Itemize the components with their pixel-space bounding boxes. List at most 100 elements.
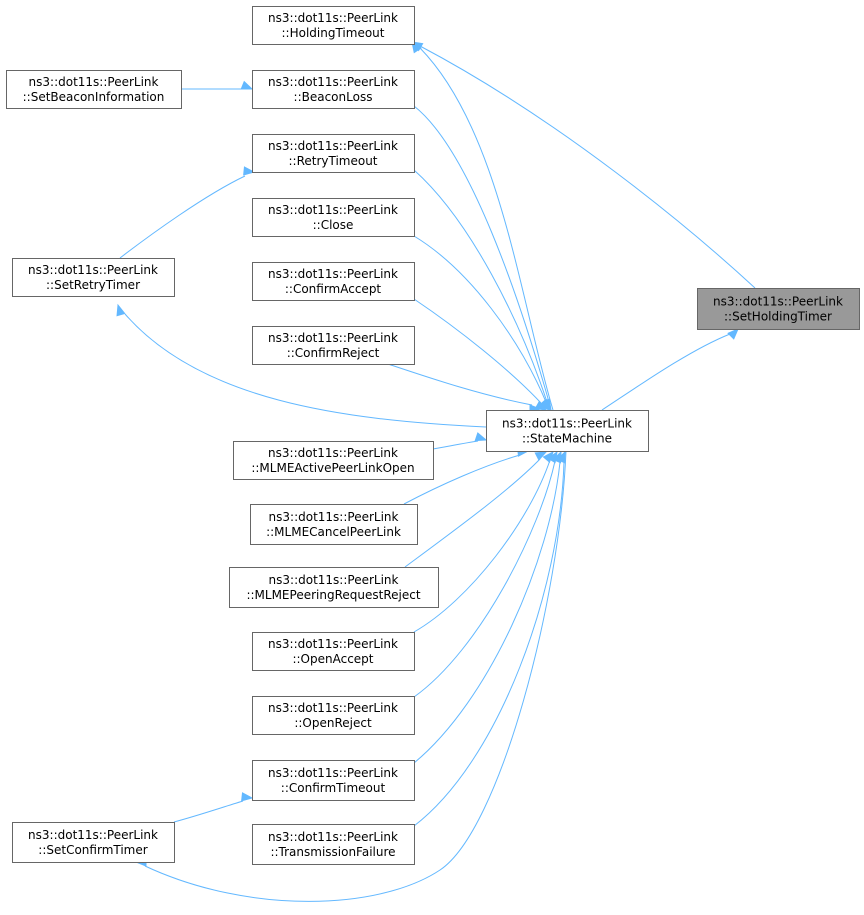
edge-setbeaconinformation-to-beaconloss	[181, 80, 254, 90]
node-openreject[interactable]: ns3::dot11s::PeerLink::OpenReject	[252, 696, 415, 735]
edge-line	[413, 298, 542, 404]
edge-line	[413, 461, 565, 827]
edge-confirmreject-to-statemachine	[387, 363, 542, 414]
edge-mlmeactivepeerlinkopen-to-statemachine	[432, 432, 488, 450]
node-box	[252, 198, 415, 237]
node-box	[252, 6, 415, 45]
node-label-line1: ns3::dot11s::PeerLink	[268, 830, 398, 844]
edge-line	[403, 454, 521, 505]
edge-line	[404, 458, 541, 568]
edge-arrowhead	[240, 80, 254, 90]
edge-line	[387, 363, 533, 406]
node-label-line2: ::SetRetryTimer	[46, 278, 140, 292]
node-label-line1: ns3::dot11s::PeerLink	[268, 446, 398, 460]
edge-line	[144, 450, 567, 902]
edge-holdingtimeout-to-setholdingtimer	[410, 41, 756, 289]
node-label-line1: ns3::dot11s::PeerLink	[268, 139, 398, 153]
node-label-line1: ns3::dot11s::PeerLink	[28, 263, 158, 277]
node-label-line1: ns3::dot11s::PeerLink	[29, 75, 159, 89]
edge-line	[413, 235, 547, 403]
node-box	[6, 70, 182, 109]
node-statemachine[interactable]: ns3::dot11s::PeerLink::StateMachine	[486, 410, 649, 452]
node-box	[486, 410, 649, 452]
node-confirmtimeout[interactable]: ns3::dot11s::PeerLink::ConfirmTimeout	[252, 760, 415, 801]
node-label-line1: ns3::dot11s::PeerLink	[268, 637, 398, 651]
edge-close-to-statemachine	[413, 235, 550, 412]
node-openaccept[interactable]: ns3::dot11s::PeerLink::OpenAccept	[252, 632, 415, 671]
node-label-line1: ns3::dot11s::PeerLink	[268, 75, 398, 89]
node-box	[229, 567, 439, 608]
node-label-line2: ::MLMECancelPeerLink	[266, 525, 401, 539]
node-box	[252, 824, 415, 865]
node-label-line2: ::SetHoldingTimer	[724, 310, 832, 324]
node-box	[252, 134, 415, 173]
node-label-line2: ::SetBeaconInformation	[23, 90, 165, 104]
nodes-layer: ns3::dot11s::PeerLink::HoldingTimeoutns3…	[6, 6, 860, 865]
node-box	[252, 70, 415, 109]
edge-line	[119, 175, 246, 259]
node-box	[250, 504, 418, 545]
node-confirmaccept[interactable]: ns3::dot11s::PeerLink::ConfirmAccept	[252, 262, 415, 301]
node-label-line1: ns3::dot11s::PeerLink	[269, 573, 399, 587]
node-box	[233, 441, 434, 480]
node-mlmecancelpeerlink[interactable]: ns3::dot11s::PeerLink::MLMECancelPeerLin…	[250, 504, 418, 545]
edge-statemachine-to-setholdingtimer	[601, 328, 739, 411]
edge-line	[601, 333, 731, 411]
edge-arrowhead	[241, 792, 254, 802]
node-label-line1: ns3::dot11s::PeerLink	[268, 267, 398, 281]
node-setretrytimer[interactable]: ns3::dot11s::PeerLink::SetRetryTimer	[12, 258, 175, 297]
edge-line	[413, 460, 556, 698]
edge-line	[419, 45, 756, 289]
edge-confirmaccept-to-statemachine	[413, 298, 548, 411]
node-mlmeactivepeerlinkopen[interactable]: ns3::dot11s::PeerLink::MLMEActivePeerLin…	[233, 441, 434, 480]
node-box	[12, 822, 175, 863]
node-label-line1: ns3::dot11s::PeerLink	[268, 11, 398, 25]
node-retrytimeout[interactable]: ns3::dot11s::PeerLink::RetryTimeout	[252, 134, 415, 173]
edge-line	[413, 459, 551, 633]
node-label-line1: ns3::dot11s::PeerLink	[268, 701, 398, 715]
edge-retrytimeout-to-statemachine	[413, 169, 551, 412]
node-setconfirmtimer[interactable]: ns3::dot11s::PeerLink::SetConfirmTimer	[12, 822, 175, 863]
node-label-line2: ::BeaconLoss	[294, 90, 373, 104]
edge-mlmepeeringrequestreject-to-statemachine	[404, 451, 548, 568]
node-box	[252, 632, 415, 671]
edge-arrowhead	[116, 303, 126, 317]
node-label-line2: ::TransmissionFailure	[270, 845, 395, 859]
node-box	[697, 288, 860, 330]
node-label-line1: ns3::dot11s::PeerLink	[713, 295, 843, 309]
node-label-line2: ::ConfirmReject	[287, 346, 380, 360]
node-label-line2: ::MLMEPeeringRequestReject	[246, 588, 420, 602]
node-label-line2: ::OpenAccept	[292, 652, 373, 666]
node-label-line2: ::ConfirmAccept	[285, 282, 382, 296]
node-box	[12, 258, 175, 297]
node-label-line2: ::ConfirmTimeout	[281, 781, 386, 795]
node-box	[252, 326, 415, 365]
edge-line	[124, 313, 487, 428]
edge-line	[432, 440, 479, 450]
node-holdingtimeout[interactable]: ns3::dot11s::PeerLink::HoldingTimeout	[252, 6, 415, 45]
node-label-line2: ::OpenReject	[294, 716, 372, 730]
node-mlmepeeringrequestreject[interactable]: ns3::dot11s::PeerLink::MLMEPeeringReques…	[229, 567, 439, 608]
node-confirmreject[interactable]: ns3::dot11s::PeerLink::ConfirmReject	[252, 326, 415, 365]
node-beaconloss[interactable]: ns3::dot11s::PeerLink::BeaconLoss	[252, 70, 415, 109]
node-label-line2: ::StateMachine	[522, 432, 612, 446]
node-setbeaconinformation[interactable]: ns3::dot11s::PeerLink::SetBeaconInformat…	[6, 70, 182, 109]
node-box	[252, 262, 415, 301]
edge-arrowhead	[243, 166, 256, 176]
node-label-line2: ::RetryTimeout	[288, 154, 377, 168]
edge-statemachine-to-holdingtimeout	[411, 40, 554, 411]
edge-line	[419, 47, 554, 411]
node-setholdingtimer: ns3::dot11s::PeerLink::SetHoldingTimer	[697, 288, 860, 330]
node-transmissionfailure[interactable]: ns3::dot11s::PeerLink::TransmissionFailu…	[252, 824, 415, 865]
edge-line	[173, 800, 244, 823]
edge-arrowhead	[727, 328, 739, 340]
edge-arrowhead	[474, 432, 488, 442]
edge-setretrytimer-to-retrytimeout	[119, 166, 256, 259]
node-label-line1: ns3::dot11s::PeerLink	[268, 203, 398, 217]
node-close[interactable]: ns3::dot11s::PeerLink::Close	[252, 198, 415, 237]
node-label-line2: ::SetConfirmTimer	[38, 843, 147, 857]
edge-arrowhead	[534, 451, 548, 461]
node-label-line2: ::Close	[313, 218, 354, 232]
node-label-line1: ns3::dot11s::PeerLink	[268, 766, 398, 780]
